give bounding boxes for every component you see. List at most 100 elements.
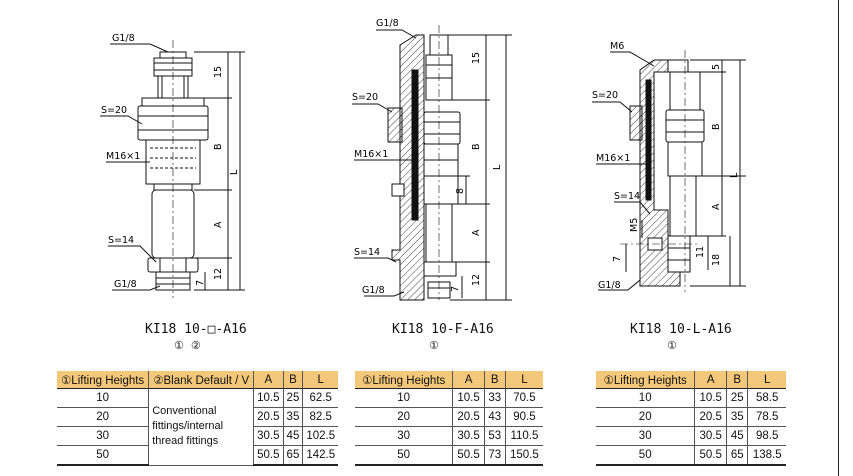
cell-height: 20 — [596, 407, 695, 427]
label-top-thread: M6 — [610, 41, 624, 52]
cell-height: 30 — [596, 426, 695, 446]
cell-B: 35 — [282, 407, 303, 427]
cell-L: 102.5 — [302, 426, 339, 446]
cell-A: 20.5 — [253, 407, 284, 427]
header-B: B — [282, 371, 303, 389]
table-row: 30 30.5 45 98.5 — [596, 426, 786, 446]
cell-A: 10.5 — [452, 388, 485, 408]
table-row: 30 30.5 45 102.5 — [57, 426, 339, 446]
cell-height: 20 — [355, 407, 453, 427]
cell-A: 30.5 — [694, 426, 727, 446]
label-thread: M16×1 — [354, 149, 388, 160]
table-row: 50 50.5 65 138.5 — [596, 445, 786, 466]
header-L: L — [747, 371, 786, 389]
cell-A: 10.5 — [694, 388, 727, 408]
header-blank-default: ②Blank Default / V — [148, 371, 254, 389]
dim-7: 7 — [612, 256, 623, 262]
cell-height: 50 — [57, 445, 149, 466]
table-row: 30 30.5 53 110.5 — [355, 426, 543, 446]
label-hex2: S=14 — [108, 235, 134, 246]
label-bottom-thread: G1/8 — [114, 279, 137, 290]
dim-12: 12 — [213, 268, 224, 280]
cell-height: 30 — [57, 426, 149, 446]
dim-L: L — [229, 169, 240, 175]
model-code-markers-lateral: ① — [667, 339, 677, 352]
cell-A: 30.5 — [452, 426, 485, 446]
model-code-lateral: KI18 10-L-A16 — [630, 322, 732, 337]
label-bottom-thread: G1/8 — [598, 280, 621, 291]
model-code-standard: KI18 10-□-A16 — [145, 322, 247, 337]
cell-L: 70.5 — [504, 388, 543, 408]
header-A: A — [253, 371, 284, 389]
table-row: 10 10.5 33 70.5 — [355, 388, 543, 408]
cell-B: 45 — [726, 426, 748, 446]
cell-B: 45 — [282, 426, 303, 446]
header-lifting-heights: ①Lifting Heights — [355, 371, 453, 389]
header-A: A — [452, 371, 485, 389]
label-bottom-thread: G1/8 — [362, 285, 385, 296]
label-hex: S=20 — [352, 92, 378, 103]
dim-L: L — [492, 164, 503, 170]
cell-A: 10.5 — [253, 388, 284, 408]
header-L: L — [302, 371, 339, 389]
cell-L: 58.5 — [747, 388, 786, 408]
table-row: 50 50.5 65 142.5 — [57, 445, 339, 466]
page-border-line — [838, 0, 839, 476]
cell-B: 25 — [282, 388, 303, 408]
header-lifting-heights: ①Lifting Heights — [596, 371, 695, 389]
cell-B: 53 — [483, 426, 506, 446]
header-B: B — [483, 371, 506, 389]
cell-L: 78.5 — [747, 407, 786, 427]
table-row: 20 20.5 35 78.5 — [596, 407, 786, 427]
label-hex: S=20 — [101, 105, 127, 116]
cell-B: 73 — [483, 445, 506, 466]
cell-A: 50.5 — [694, 445, 727, 466]
label-thread: M16×1 — [106, 151, 140, 162]
table-row: 10 10.5 25 58.5 — [596, 388, 786, 408]
cell-A: 20.5 — [694, 407, 727, 427]
dim-5: 5 — [711, 64, 722, 70]
header-lifting-heights: ①Lifting Heights — [57, 371, 149, 389]
drawing-standard: G1/8 S=20 M16×1 S=14 G1/8 15 B L A 12 7 — [100, 33, 245, 298]
label-top-thread: G1/8 — [112, 33, 135, 44]
cell-height: 50 — [355, 445, 453, 466]
cell-A: 50.5 — [452, 445, 485, 466]
dim-7: 7 — [450, 286, 461, 292]
cell-B: 35 — [726, 407, 748, 427]
table-row: 20 20.5 43 90.5 — [355, 407, 543, 427]
table-row: 50 50.5 73 150.5 — [355, 445, 543, 466]
cell-height: 10 — [57, 388, 149, 408]
cell-B: 25 — [726, 388, 748, 408]
model-code-markers-flange: ① — [429, 339, 439, 352]
cell-A: 20.5 — [452, 407, 485, 427]
dim-B: B — [711, 123, 722, 130]
dim-A: A — [471, 229, 482, 236]
cell-height: 30 — [355, 426, 453, 446]
cell-L: 138.5 — [747, 445, 786, 466]
label-hex: S=20 — [592, 90, 618, 101]
dim-15: 15 — [213, 66, 224, 78]
cell-B: 43 — [483, 407, 506, 427]
dim-18: 18 — [711, 254, 722, 266]
cell-height: 10 — [596, 388, 695, 408]
header-L: L — [504, 371, 543, 389]
table-row: 20 20.5 35 82.5 — [57, 407, 339, 427]
label-side-thread: M5 — [629, 218, 640, 232]
cell-L: 142.5 — [302, 445, 339, 466]
cell-height: 50 — [596, 445, 695, 466]
cell-height: 20 — [57, 407, 149, 427]
dim-8: 8 — [455, 188, 466, 194]
dim-B: B — [213, 143, 224, 150]
dim-A: A — [213, 221, 224, 228]
cell-B: 65 — [726, 445, 748, 466]
cell-B: 33 — [483, 388, 506, 408]
spec-table-lateral: ①Lifting Heights A B L 10 10.5 25 58.5 2… — [596, 371, 786, 466]
cell-height: 10 — [355, 388, 453, 408]
cell-L: 82.5 — [302, 407, 339, 427]
cell-L: 150.5 — [504, 445, 543, 466]
cell-A: 50.5 — [253, 445, 284, 466]
spec-table-flange: ①Lifting Heights A B L 10 10.5 33 70.5 2… — [355, 371, 543, 466]
label-hex2: S=14 — [614, 191, 640, 202]
drawing-lateral: M6 S=20 M16×1 S=14 M5 G1/8 5 B L A 11 18… — [592, 41, 746, 292]
header-A: A — [694, 371, 727, 389]
